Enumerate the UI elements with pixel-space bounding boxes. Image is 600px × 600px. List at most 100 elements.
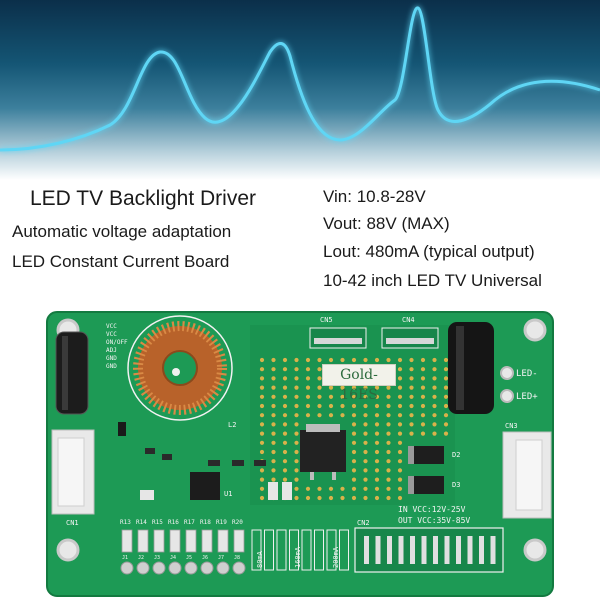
hero-banner <box>0 0 600 180</box>
pin-label: GND <box>106 355 117 362</box>
perf-hole <box>259 385 265 390</box>
perf-hole <box>397 449 403 455</box>
perf-hole <box>432 376 437 381</box>
perf-hole <box>305 357 311 363</box>
smd-components <box>118 422 292 500</box>
spec-vin: Vin: 10.8-28V <box>323 187 426 206</box>
perf-hole <box>409 422 414 427</box>
perf-hole <box>386 449 391 455</box>
product-title: LED TV Backlight Driver <box>30 187 257 210</box>
resistor-label: R14 <box>136 519 147 526</box>
perf-hole <box>397 385 403 390</box>
label-d2: D2 <box>452 451 460 459</box>
perf-hole <box>363 495 368 501</box>
perf-hole <box>420 357 426 363</box>
current-label: 80mA <box>256 550 264 568</box>
perf-hole <box>259 422 265 427</box>
feature-line-1: Automatic voltage adaptation <box>12 222 232 241</box>
resistor-label: R13 <box>120 519 131 526</box>
cn2-pin <box>479 536 484 564</box>
perf-hole <box>259 468 265 473</box>
perf-hole <box>420 422 426 427</box>
perf-hole <box>351 486 357 491</box>
cn2-pin <box>490 536 496 564</box>
perf-hole <box>420 431 426 436</box>
perf-hole <box>294 459 299 464</box>
current-label: 160mA <box>294 546 302 568</box>
perf-hole <box>294 477 299 482</box>
spec-lout: Lout: 480mA (typical output) <box>323 242 535 261</box>
current-pad <box>289 529 299 571</box>
perf-hole <box>409 385 414 390</box>
perf-hole <box>271 403 276 409</box>
perf-hole <box>271 459 276 464</box>
perf-hole <box>386 477 391 482</box>
label-cn1: CN1 <box>66 519 79 527</box>
jumper-label: J4 <box>170 555 176 561</box>
perf-hole <box>294 486 299 491</box>
label-cn2: CN2 <box>357 519 370 527</box>
jumper-pad <box>152 561 166 575</box>
perf-hole <box>420 376 426 381</box>
perf-hole <box>397 367 403 372</box>
perf-hole <box>317 385 322 390</box>
perf-hole <box>259 357 265 363</box>
perf-hole <box>409 431 414 436</box>
perf-hole <box>363 413 368 418</box>
perf-hole <box>340 486 345 491</box>
resistor-label: R18 <box>200 519 211 526</box>
current-pad <box>264 529 274 571</box>
perf-hole <box>374 394 380 399</box>
perf-hole <box>443 413 449 418</box>
jumper-pad <box>232 561 246 575</box>
perf-hole <box>259 449 265 455</box>
jumper-resistor <box>137 529 149 553</box>
jumper-resistor <box>217 529 229 553</box>
perf-hole <box>397 376 403 381</box>
perf-hole <box>432 357 437 363</box>
perf-hole <box>374 431 380 436</box>
connector-cn4 <box>381 327 439 349</box>
cn2-pin <box>398 536 404 564</box>
jumper-label: J8 <box>234 555 240 561</box>
jumper-resistor <box>185 529 197 553</box>
perf-hole <box>374 477 380 482</box>
perf-hole <box>271 357 276 363</box>
led-pads <box>500 366 514 403</box>
feature-line-2: LED Constant Current Board <box>12 252 230 271</box>
perf-hole <box>271 422 276 427</box>
perf-hole <box>386 486 391 491</box>
cn2-pin <box>421 536 427 564</box>
perf-hole <box>305 376 311 381</box>
label-led-plus: LED+ <box>516 392 538 402</box>
perf-hole <box>271 440 276 445</box>
perf-hole <box>271 477 276 482</box>
perf-hole <box>305 385 311 390</box>
perf-hole <box>317 495 322 501</box>
perf-hole <box>282 468 288 473</box>
cn2-pin <box>364 536 369 564</box>
perf-hole <box>259 495 265 501</box>
perf-hole <box>351 422 357 427</box>
perf-hole <box>294 413 299 418</box>
cn2-pin <box>433 536 438 564</box>
perf-hole <box>397 403 403 409</box>
perf-hole <box>351 413 357 418</box>
perf-hole <box>317 413 322 418</box>
perf-hole <box>374 403 380 409</box>
perf-hole <box>363 449 368 455</box>
perf-hole <box>271 431 276 436</box>
perf-hole <box>386 403 391 409</box>
perfboard-area <box>250 325 455 505</box>
perf-hole <box>443 385 449 390</box>
perf-hole <box>432 422 437 427</box>
perf-hole <box>432 413 437 418</box>
perf-hole <box>294 495 299 501</box>
label-u1: U1 <box>224 490 232 498</box>
capacitor-left <box>55 331 89 415</box>
cn2-pin <box>410 536 415 564</box>
label-cn4: CN4 <box>402 316 415 324</box>
perf-hole <box>374 449 380 455</box>
perf-hole <box>328 357 334 363</box>
perf-hole <box>397 413 403 418</box>
